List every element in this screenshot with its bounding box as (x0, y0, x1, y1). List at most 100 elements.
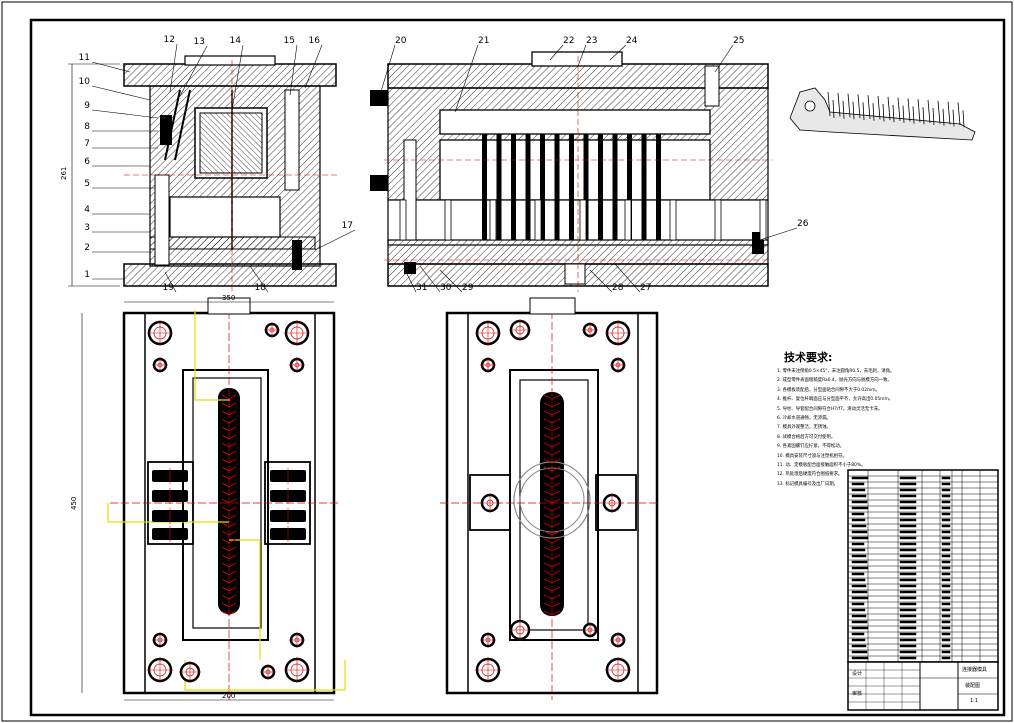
dim-plan-bottom: 200 (222, 692, 235, 700)
balloon-7: 7 (84, 139, 158, 149)
tech-note: 10. 模具安装尺寸须与注塑机相符。 (777, 453, 847, 459)
bolt-hole (152, 357, 168, 373)
tech-note: 7. 模具外观整洁，无锈蚀。 (777, 425, 831, 431)
bolt-hole (147, 320, 173, 346)
balloon-22: 22 (549, 36, 574, 61)
balloon-10: 10 (79, 77, 151, 101)
balloon-label: 15 (284, 36, 295, 46)
tech-requirements-title: 技术要求: (784, 351, 833, 364)
balloon-label: 31 (416, 283, 427, 293)
title-block-scale: 1:1 (970, 698, 979, 704)
bolt-hole (147, 657, 173, 683)
balloon-28: 28 (589, 269, 624, 293)
balloon-1: 1 (84, 270, 124, 280)
balloon-label: 26 (797, 219, 809, 229)
bolt-hole (509, 619, 531, 641)
balloon-12: 12 (164, 35, 178, 93)
balloon-25: 25 (714, 36, 744, 73)
balloon-3: 3 (84, 223, 150, 233)
balloon-label: 19 (163, 283, 175, 293)
balloon-label: 3 (84, 223, 90, 233)
title-block-designer: 设计 (852, 671, 863, 677)
balloon-label: 20 (395, 36, 407, 46)
balloon-16: 16 (304, 36, 323, 89)
dim-plan-top: 350 (222, 294, 235, 302)
tech-note: 2. 成型零件表面粗糙度Ra0.4，抛光方向与脱模方向一致。 (777, 378, 892, 384)
balloon-5: 5 (84, 179, 155, 189)
bolt-hole (605, 657, 631, 683)
tech-note: 6. 冷却水道通畅，无渗漏。 (777, 416, 831, 422)
balloon-label: 11 (79, 53, 90, 63)
balloon-30: 30 (419, 265, 452, 293)
dim-plan-height: 450 (70, 497, 78, 510)
bolt-hole (582, 622, 598, 638)
bolt-hole (602, 493, 622, 513)
balloon-18: 18 (249, 265, 269, 293)
bolt-hole (509, 319, 531, 341)
balloon-label: 30 (440, 283, 452, 293)
tech-note: 11. 动、定模板配合面接触面积不小于80%。 (777, 463, 866, 469)
tech-note: 8. 试模合格后方可交付使用。 (777, 434, 836, 440)
tech-note: 13. 标记模具编号及出厂日期。 (777, 481, 839, 487)
balloon-label: 18 (255, 283, 267, 293)
side-section-view: 261 (60, 55, 340, 292)
balloon-label: 10 (79, 77, 91, 87)
bolt-hole (610, 357, 626, 373)
parts-list (847, 469, 999, 711)
balloon-24: 24 (609, 36, 638, 61)
balloon-label: 7 (84, 139, 90, 149)
balloon-20: 20 (379, 36, 407, 96)
bolt-hole (605, 320, 631, 346)
balloon-label: 6 (84, 157, 90, 167)
balloon-label: 12 (164, 35, 175, 45)
bolt-hole (284, 657, 310, 683)
tech-note: 3. 各模板装配后，分型面贴合间隙不大于0.02mm。 (777, 387, 880, 393)
balloon-9: 9 (84, 101, 159, 119)
balloon-17: 17 (314, 221, 356, 251)
tech-note: 4. 推杆、复位杆端面应与分型面平齐，允许高出0.05mm。 (777, 397, 894, 403)
ejector-pins (399, 134, 767, 241)
bolt-hole (475, 320, 501, 346)
balloon-label: 28 (612, 283, 624, 293)
bolt-hole (289, 632, 305, 648)
bolt-holes (147, 319, 631, 683)
balloon-15: 15 (284, 36, 298, 96)
tech-note: 5. 导柱、导套配合间隙符合H7/f7，滑动灵活无卡滞。 (777, 406, 883, 412)
balloon-31: 31 (404, 269, 427, 293)
bolt-hole (480, 357, 496, 373)
balloon-label: 23 (586, 36, 597, 46)
bolt-hole (152, 632, 168, 648)
balloon-label: 5 (84, 179, 90, 189)
balloon-label: 14 (230, 36, 242, 46)
title-block-name: 连接器模具 (962, 667, 988, 673)
title-block-drawing-no: 装配图 (965, 683, 981, 689)
balloon-6: 6 (84, 157, 150, 167)
balloon-21: 21 (454, 36, 489, 113)
bolt-hole (480, 632, 496, 648)
bolt-hole (610, 632, 626, 648)
bolt-hole (264, 322, 280, 338)
balloon-label: 16 (309, 36, 321, 46)
balloon-label: 13 (194, 37, 205, 47)
balloon-label: 8 (84, 122, 90, 132)
balloon-label: 4 (84, 205, 90, 215)
balloon-label: 9 (84, 101, 90, 111)
balloon-4: 4 (84, 205, 150, 215)
bolt-hole (260, 664, 276, 680)
balloon-label: 17 (342, 221, 353, 231)
bolt-hole (179, 661, 201, 683)
isometric-part-view (789, 87, 976, 141)
title-block-checker: 审核 (852, 691, 863, 697)
front-section-view (370, 51, 772, 292)
inner-frame (29, 18, 1006, 717)
balloon-26: 26 (759, 219, 809, 241)
balloon-8: 8 (84, 122, 158, 132)
balloon-23: 23 (577, 36, 597, 67)
dim-side-height: 261 (60, 167, 68, 180)
balloon-label: 22 (563, 36, 574, 46)
balloon-13: 13 (179, 37, 208, 97)
